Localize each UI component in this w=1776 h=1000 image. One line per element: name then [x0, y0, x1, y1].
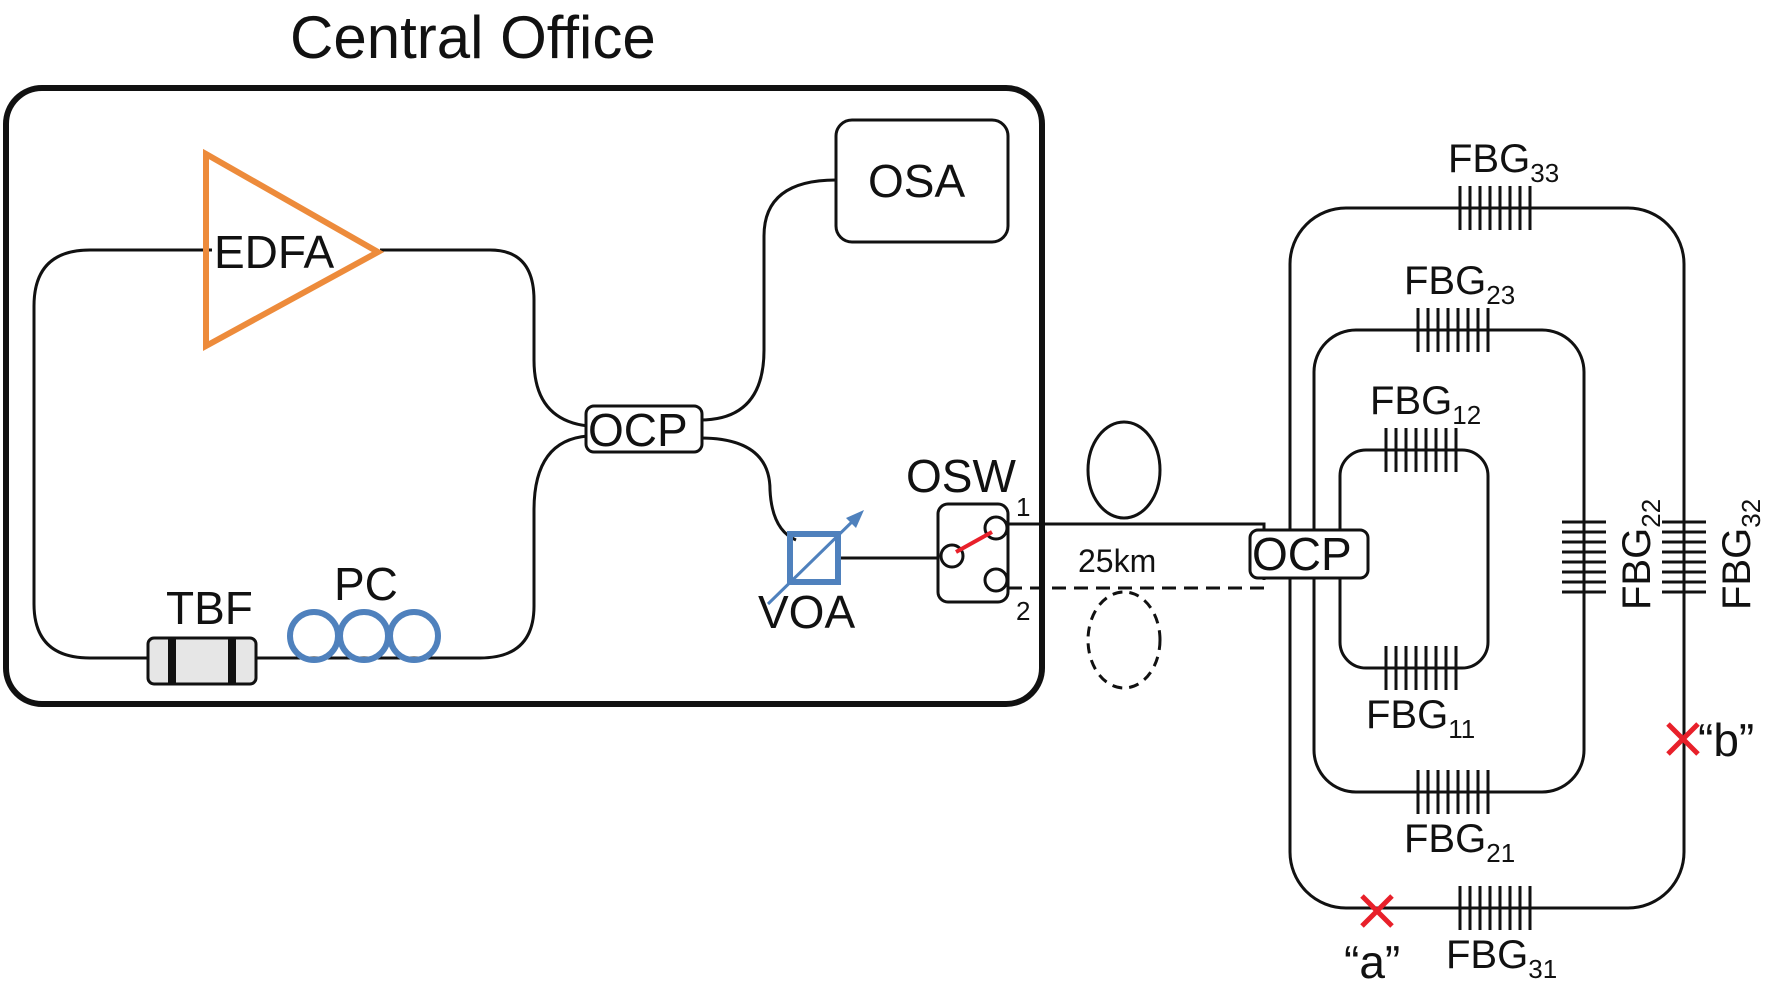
ocp-inner-box [584, 404, 704, 454]
fiber-ocp-osa [699, 178, 837, 422]
fbg21-label: FBG21 [1404, 817, 1515, 868]
osa-box [834, 118, 1010, 244]
voa-attenuator-icon [766, 510, 864, 606]
fbg21-grating-icon [1416, 770, 1490, 814]
fbg12-label: FBG12 [1370, 379, 1481, 430]
osa-label: OSA [868, 155, 965, 207]
osw-port-2-label: 2 [1016, 596, 1030, 626]
fbg33-grating-icon [1458, 186, 1532, 230]
osw-port-1-label: 1 [1016, 492, 1030, 522]
fbg23-label: FBG23 [1404, 259, 1515, 310]
fbg31-grating-icon [1458, 886, 1532, 930]
fiber-port2-standby [1008, 578, 1266, 590]
osw-port-2 [983, 567, 1009, 593]
edfa-amplifier-icon [203, 148, 385, 352]
fiber-edfa-ocp [380, 248, 589, 428]
osw-label: OSW [906, 450, 1016, 502]
ocp-outer-box [1248, 528, 1370, 580]
fiber-length-label: 25km [1078, 543, 1156, 579]
edfa-label: EDFA [214, 226, 334, 278]
break-point-a-icon [1360, 894, 1394, 928]
fbg12-grating-icon [1384, 428, 1458, 472]
central-office-title: Central Office [290, 4, 656, 71]
fbg33-label: FBG33 [1448, 137, 1559, 188]
ocp-inner-label: OCP [588, 404, 688, 456]
tbf-filter-icon [146, 636, 258, 686]
fiber-left-top [32, 248, 212, 660]
fiber-ocp-voa [699, 436, 797, 542]
fiber-pc-ocp [256, 434, 589, 660]
polarization-controller-icon [287, 609, 441, 663]
voa-label: VOA [758, 586, 855, 638]
break-point-a-label: “a” [1344, 936, 1400, 988]
central-office-box [3, 85, 1045, 707]
fbg22-label: FBG22 [1615, 499, 1666, 610]
fbg11-grating-icon [1384, 646, 1458, 690]
fbg31-label: FBG31 [1446, 933, 1557, 984]
fbg11-label: FBG11 [1366, 693, 1475, 744]
osw-switch-arm [955, 530, 993, 554]
fbg32-label: FBG32 [1715, 499, 1766, 610]
fbg32-grating-icon [1662, 520, 1706, 594]
break-point-b-label: “b” [1698, 714, 1754, 766]
fbg22-grating-icon [1562, 520, 1606, 594]
ocp-outer-label: OCP [1252, 528, 1352, 580]
fbg23-grating-icon [1416, 308, 1490, 352]
pc-label: PC [334, 558, 398, 610]
tbf-label: TBF [166, 582, 253, 634]
fiber-spool-active [1086, 420, 1162, 520]
break-point-b-icon [1666, 722, 1700, 756]
fiber-spool-standby [1086, 590, 1162, 690]
